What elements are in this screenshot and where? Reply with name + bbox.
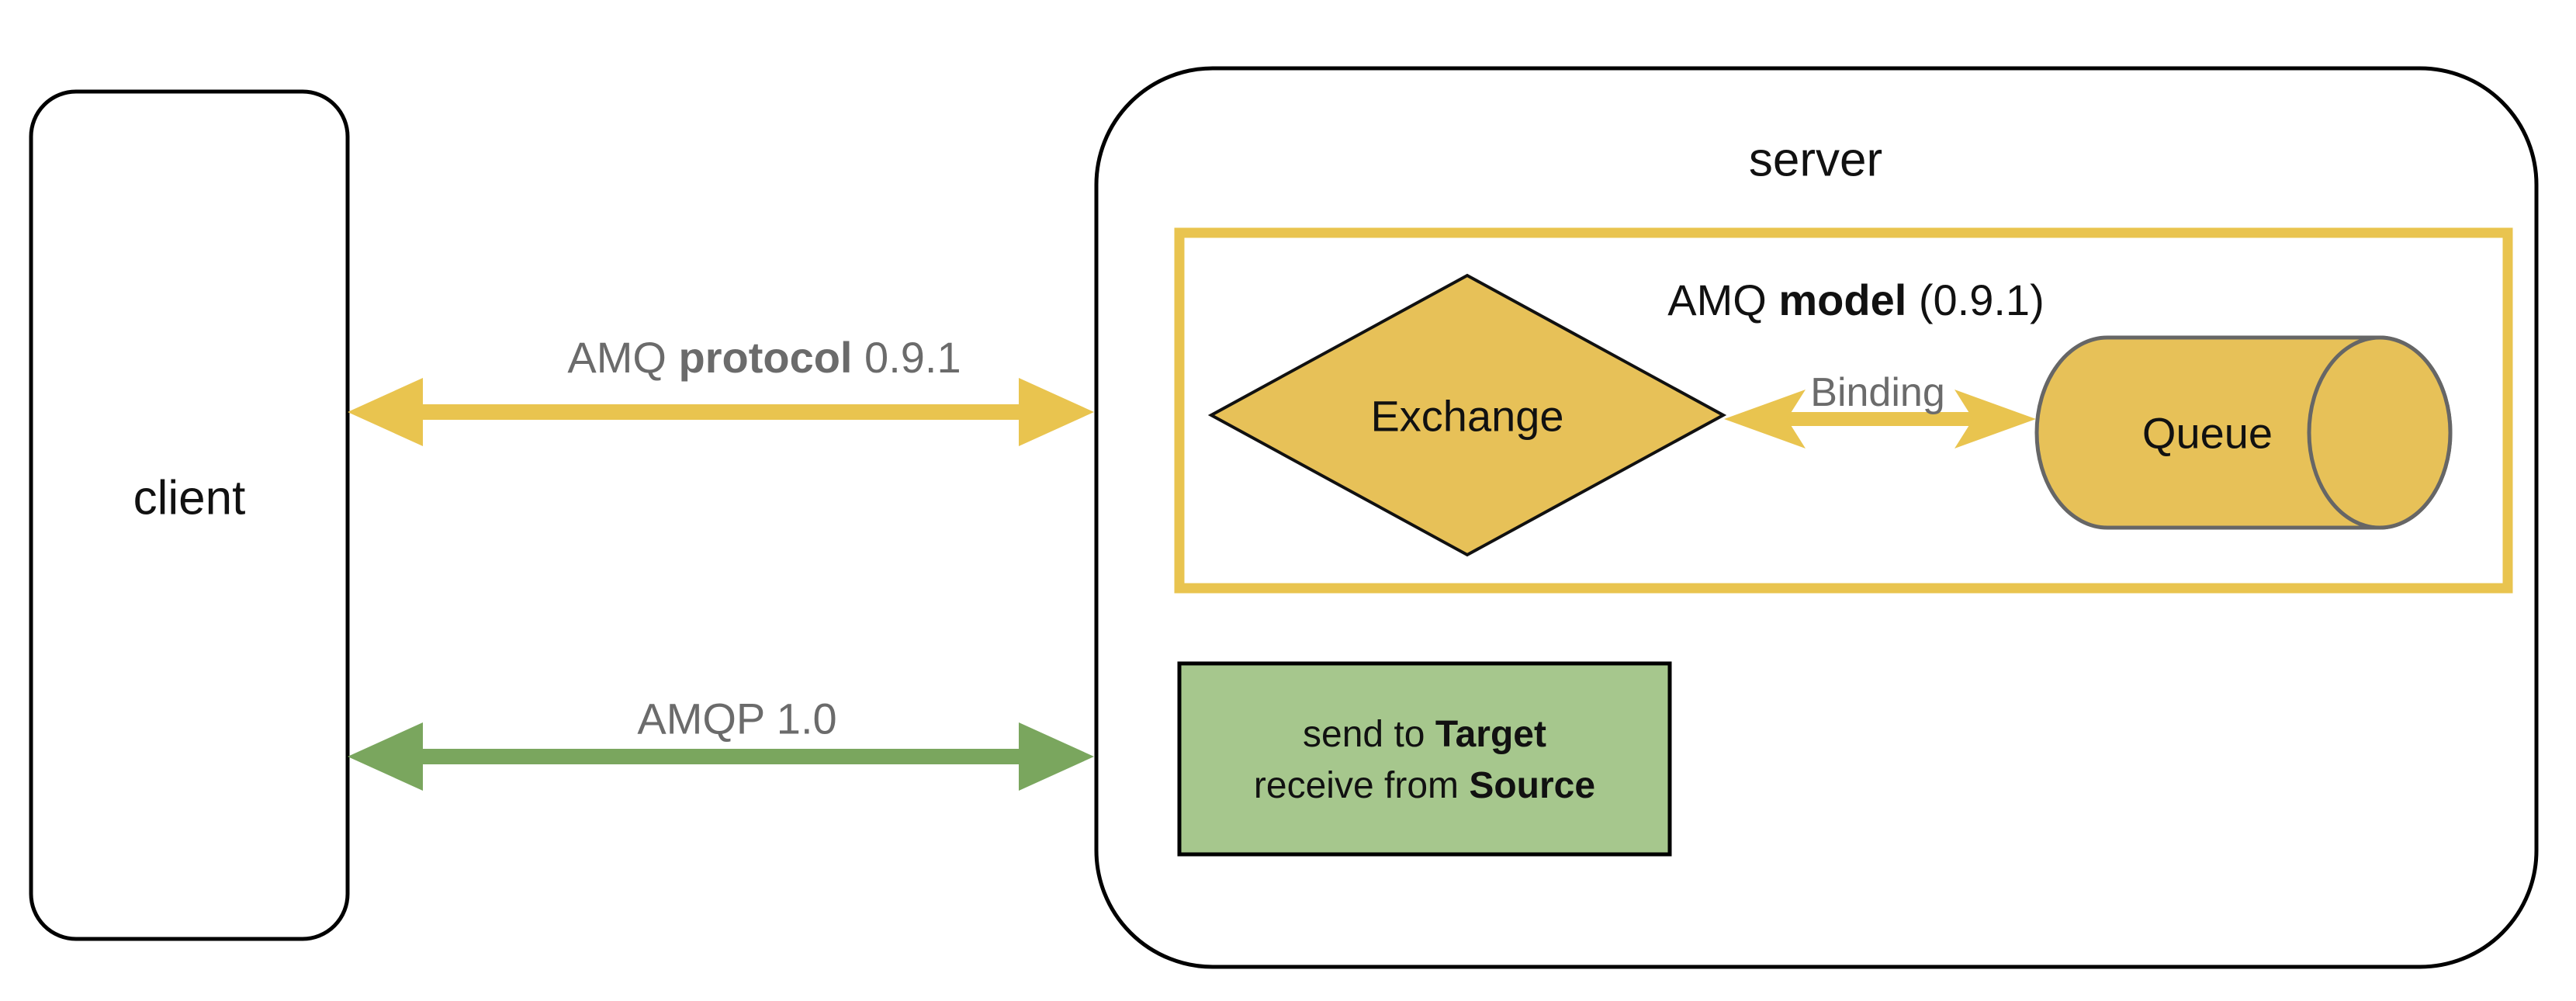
capability-line2: receive from Source — [1254, 765, 1595, 806]
amqp-10-arrow — [348, 722, 1094, 791]
amq-model-label-post: (0.9.1) — [1906, 275, 2044, 324]
binding-arrow-shaft — [1785, 412, 1975, 426]
amqp-capability-box — [1177, 661, 1672, 857]
exchange-diamond — [1207, 273, 1727, 557]
amq-protocol-label-post: 0.9.1 — [853, 333, 961, 382]
server-label: server — [1749, 133, 1882, 187]
binding-arrow — [1724, 390, 2036, 449]
amq-protocol-label-bold: protocol — [679, 333, 853, 382]
capability-line1-bold: Target — [1435, 714, 1546, 755]
capability-line2-pre: receive from — [1254, 765, 1469, 806]
amq-model-label: AMQ model (0.9.1) — [1667, 275, 2044, 324]
capability-line1-pre: send to — [1303, 714, 1435, 755]
amq-model-box — [1174, 227, 2513, 594]
queue-cylinder — [2034, 335, 2453, 530]
capability-line1: send to Target — [1303, 714, 1546, 755]
client-box — [29, 89, 350, 941]
amq-model-label-pre: AMQ — [1667, 275, 1778, 324]
capability-line2-bold: Source — [1469, 765, 1595, 806]
amq-protocol-label-pre: AMQ — [567, 333, 678, 382]
amqp-10-label: AMQP 1.0 — [637, 694, 836, 743]
amq-protocol-arrow — [348, 378, 1094, 446]
queue-label: Queue — [2142, 409, 2273, 458]
binding-label: Binding — [1810, 370, 1944, 415]
client-label: client — [133, 472, 246, 525]
binding-arrowhead-left — [1724, 390, 1806, 449]
binding-arrowhead-right — [1955, 390, 2036, 449]
amq-protocol-label: AMQ protocol 0.9.1 — [567, 333, 961, 382]
queue-cap-ellipse — [2307, 335, 2453, 530]
amq-model-label-bold: model — [1778, 275, 1906, 324]
exchange-label: Exchange — [1370, 392, 1563, 441]
